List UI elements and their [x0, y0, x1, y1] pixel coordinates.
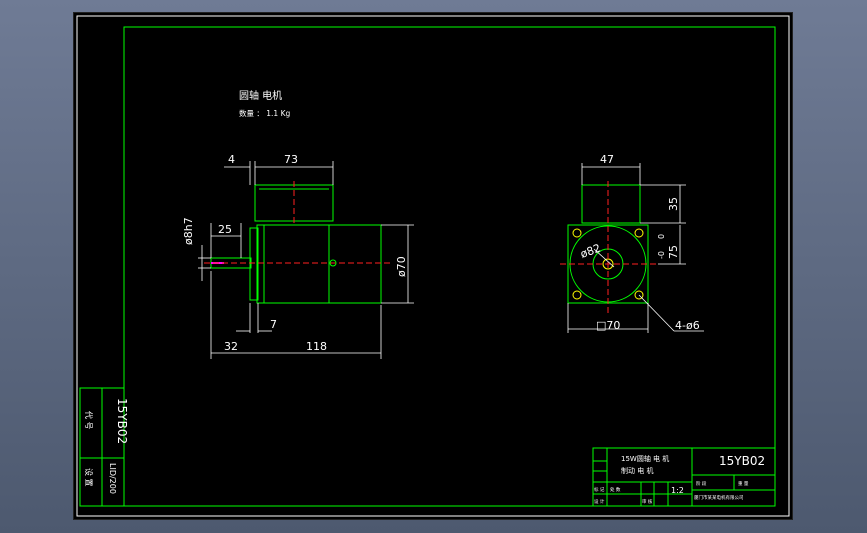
title-desc-1: 15W圆轴 电 机: [621, 454, 669, 463]
title-row-label: 处 数: [610, 486, 621, 493]
strip-label-b: 设 置: [84, 468, 94, 487]
flange: [249, 227, 259, 301]
left-strip: 15YB02 代 号 设 置 LID/200: [79, 387, 129, 507]
title-block: 15W圆轴 电 机 制动 电 机 15YB02 1:2 厦门市某某电机有限公司 …: [592, 447, 776, 507]
front-view: 47 35 0 75 -0 ø82 □70 4-ø6: [560, 153, 704, 333]
title-row-label: 设 计: [594, 498, 605, 505]
title-row-value: 重 量: [738, 480, 749, 487]
mount-hole-icon: [634, 228, 644, 238]
dim-square: □70: [596, 319, 620, 332]
dim-body-dia: ø70: [395, 256, 408, 277]
dim-holes: 4-ø6: [675, 319, 700, 332]
drawing-sheet: 圆轴 电机 数量 ： 1.1 Kg: [74, 13, 792, 519]
title-scale: 1:2: [671, 486, 684, 495]
title-row-label: 标 记: [594, 486, 605, 493]
dim-pilot-dia: ø82: [579, 242, 603, 261]
dim-top-offset: 4: [228, 153, 235, 166]
outer-frame: [76, 15, 790, 517]
title-row-value: 阶 段: [696, 480, 707, 487]
dim-shaft-flat: 25: [218, 223, 232, 236]
cad-drawing: 圆轴 电机 数量 ： 1.1 Kg: [76, 15, 790, 517]
title-company: 厦门市某某电机有限公司: [694, 494, 744, 501]
dim-top-width: 73: [284, 153, 298, 166]
dim-center-height: 75: [667, 245, 680, 259]
strip-doc-ref: LID/200: [108, 463, 117, 494]
side-view: 4 73 25 ø8h7 ø70 7 32 118: [182, 153, 414, 359]
motor-name-text: 圆轴 电机: [239, 89, 282, 102]
mount-hole-icon: [572, 290, 582, 300]
inner-frame: [123, 26, 776, 507]
title-desc-2: 制动 电 机: [621, 466, 653, 475]
strip-code: 15YB02: [115, 398, 129, 444]
dim-box-height: 35: [667, 197, 680, 211]
dim-shaft-len: 32: [224, 340, 238, 353]
mount-hole-icon: [634, 290, 644, 300]
dim-center-tol-bot: -0: [657, 251, 666, 259]
motor-weight-text: 数量 ： 1.1 Kg: [239, 108, 290, 118]
front-terminal-box: [581, 184, 641, 224]
motor-body: [256, 224, 382, 304]
dim-shaft-dia: ø8h7: [182, 217, 195, 245]
mount-hole-icon: [572, 228, 582, 238]
dim-flange-thk: 7: [270, 318, 277, 331]
title-row-label: 审 核: [642, 498, 653, 505]
title-code: 15YB02: [719, 454, 765, 468]
dim-box-width: 47: [600, 153, 614, 166]
dim-body-len: 118: [306, 340, 327, 353]
strip-label-a: 代 号: [84, 411, 94, 430]
dim-center-tol-top: 0: [657, 234, 666, 239]
